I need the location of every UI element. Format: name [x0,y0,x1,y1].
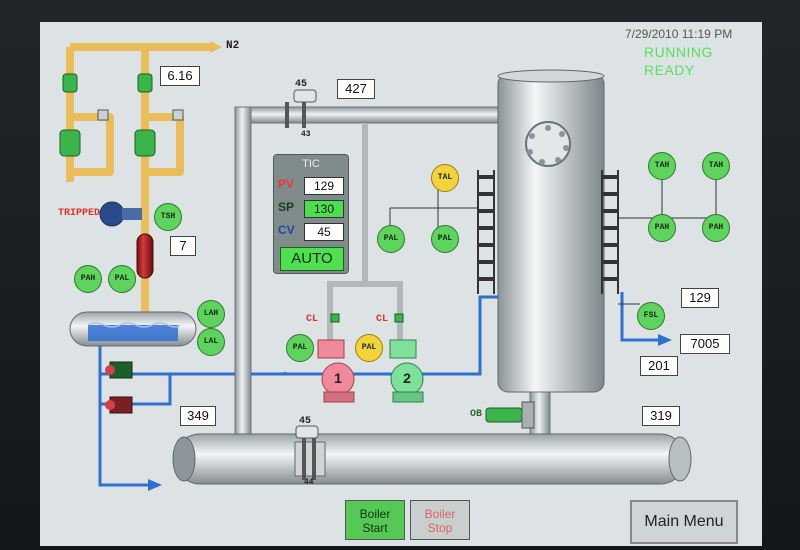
left-pipe-reading: 349 [180,406,216,426]
tic-cv-value[interactable]: 45 [304,223,344,241]
tic-sp-label: SP [278,200,295,214]
column-level-reading: 129 [681,288,719,308]
tic-title: TIC [302,158,320,170]
boiler-start-line2: Start [362,521,388,535]
gas-valves [59,73,156,157]
tag-tal[interactable]: TAL [431,164,459,192]
tic-mode-button[interactable]: AUTO [280,247,344,271]
timestamp: 7/29/2010 11:19 PM [625,27,733,41]
tic-sp-value[interactable]: 130 [304,200,344,218]
pump-2-label[interactable]: 2 [403,370,411,386]
tag-tah-1[interactable]: TAH [648,152,676,180]
status-running: RUNNING [644,44,713,60]
top-valve-lower-value: 43 [301,130,311,139]
boiler-column [497,69,605,435]
boiler-start-line1: Boiler [359,507,391,521]
circulation-pumps [317,339,424,403]
tag-pal-pump-2[interactable]: PAL [355,334,383,362]
right-pipe-reading: 319 [642,406,680,426]
feed-pumps [105,361,133,414]
boiler-start-button[interactable]: Boiler Start [345,500,405,540]
hmi-screen: 7/29/2010 11:19 PM RUNNING READY N2 6.16… [40,22,762,546]
main-menu-button[interactable]: Main Menu [630,500,738,544]
column-bottom-reading: 201 [640,356,678,376]
status-ready: READY [644,62,695,78]
n2-label: N2 [226,40,240,52]
ob-label: OB [470,409,483,420]
cl-label-2: CL [376,314,389,325]
top-valve-upper-value: 45 [295,79,308,90]
column-ladders [477,170,619,294]
tag-pal-column-1[interactable]: PAL [377,225,405,253]
process-pipe-bottom [172,433,692,485]
outlet-flow-reading: 7005 [680,334,730,354]
tag-pal-pump-1[interactable]: PAL [286,334,314,362]
tag-pah-tank[interactable]: PAH [74,265,102,293]
tripped-label: TRIPPED [58,208,101,219]
tag-pah-1[interactable]: PAH [648,214,676,242]
tag-tsh[interactable]: TSH [154,203,182,231]
cl-label-1: CL [306,314,319,325]
tag-tah-2[interactable]: TAH [702,152,730,180]
tag-lal[interactable]: LAL [197,328,225,356]
tic-cv-label: CV [278,223,295,237]
tic-pv-label: PV [278,177,295,191]
pump-1-label[interactable]: 1 [334,370,342,386]
tag-pal-tank[interactable]: PAL [108,265,136,293]
process-diagram [59,41,717,491]
n2-reading: 6.16 [160,66,200,86]
bottom-valve-upper-value: 45 [299,416,312,427]
tic-faceplate: TIC PV 129 SP 130 CV 45 AUTO [273,154,349,274]
boiler-stop-button[interactable]: Boiler Stop [410,500,470,540]
tag-pal-column-2[interactable]: PAL [431,225,459,253]
tag-lah[interactable]: LAH [197,300,225,328]
heater-reading: 7 [170,236,196,256]
bottom-valve-lower-value: 44 [304,478,314,487]
top-pipe-flow: 427 [337,79,375,99]
tic-pv-value: 129 [304,177,344,195]
tag-pah-2[interactable]: PAH [702,214,730,242]
tag-fsl[interactable]: FSL [637,302,665,330]
boiler-stop-line2: Stop [427,521,453,535]
boiler-stop-line1: Boiler [424,507,456,521]
